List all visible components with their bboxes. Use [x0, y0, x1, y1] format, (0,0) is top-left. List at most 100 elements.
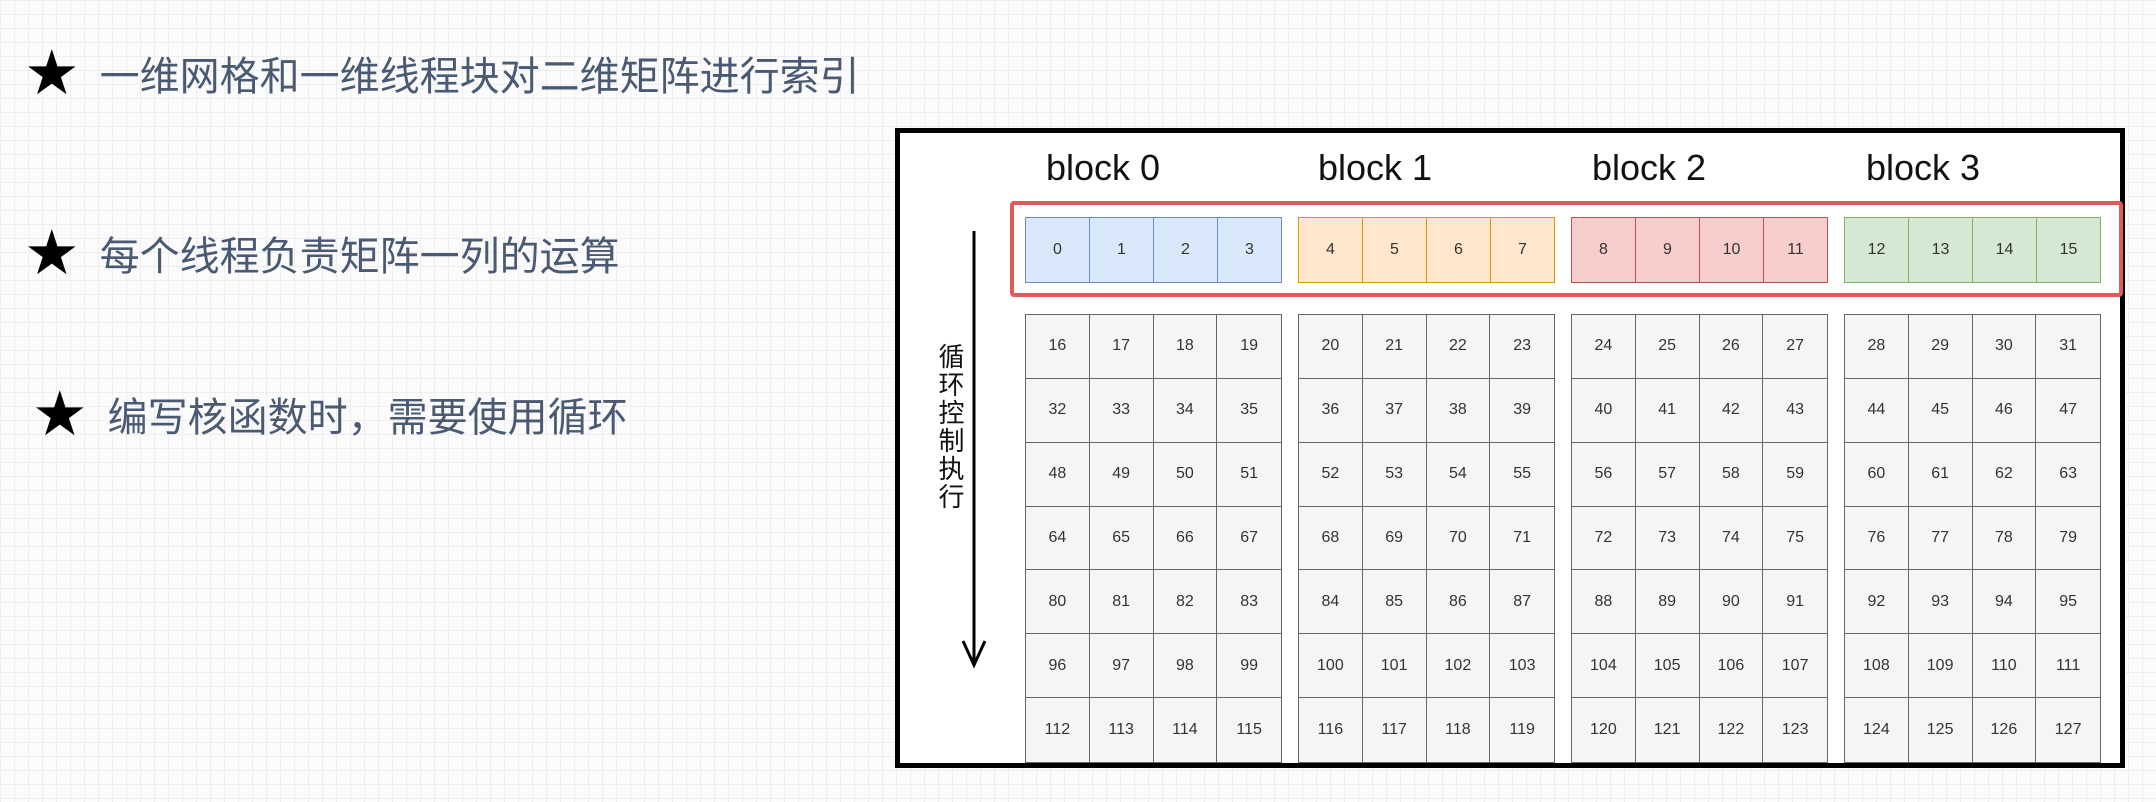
matrix-cell: 44: [1845, 378, 1909, 443]
matrix-cell: 33: [1089, 378, 1154, 443]
thread-cell: 6: [1427, 218, 1491, 282]
matrix-cell: 117: [1363, 698, 1427, 762]
matrix-cell: 50: [1153, 442, 1218, 507]
matrix-cell: 58: [1699, 442, 1764, 507]
thread-cell: 12: [1845, 218, 1909, 282]
matrix-cell: 25: [1635, 315, 1700, 379]
matrix-cell: 48: [1026, 442, 1090, 507]
matrix-cell: 121: [1636, 698, 1700, 762]
matrix-cell: 119: [1509, 721, 1535, 739]
matrix-cell: 57: [1635, 442, 1700, 507]
matrix-cell: 99: [1217, 634, 1281, 699]
matrix-cell: 77: [1908, 506, 1973, 571]
matrix-cell: 71: [1490, 507, 1554, 571]
thread-cell: 10: [1700, 218, 1764, 282]
matrix-cell: 115: [1236, 721, 1262, 739]
bullet-text: 一维网格和一维线程块对二维矩阵进行索引: [99, 54, 860, 100]
matrix-cell: 104: [1572, 634, 1636, 699]
thread-cell: 0: [1026, 218, 1090, 282]
matrix-cell: 61: [1908, 442, 1973, 507]
star-icon: ★: [24, 216, 80, 289]
block-label: block 2: [1592, 147, 1707, 188]
matrix-cell: 20: [1299, 315, 1363, 379]
matrix-cell: 69: [1362, 506, 1427, 571]
matrix-cell: 59: [1763, 443, 1827, 507]
thread-cell: 7: [1518, 241, 1527, 258]
thread-cell: 15: [2059, 241, 2078, 258]
matrix-cell: 109: [1908, 634, 1973, 699]
matrix-cell: 86: [1426, 570, 1491, 635]
matrix-cell: 64: [1026, 506, 1090, 571]
matrix-cell: 95: [2036, 570, 2100, 635]
matrix-cell: 68: [1299, 506, 1363, 571]
matrix-cell: 80: [1026, 570, 1090, 635]
matrix-cell: 23: [1490, 315, 1554, 379]
matrix-cell: 42: [1699, 378, 1764, 443]
matrix-cell: 34: [1153, 378, 1218, 443]
thread-cell: 5: [1363, 218, 1427, 282]
matrix-cell: 87: [1490, 570, 1554, 635]
loop-label: 循环控制执行: [934, 343, 964, 511]
matrix-cell: 122: [1700, 698, 1764, 762]
matrix-cell: 92: [1845, 570, 1909, 635]
matrix-cell: 116: [1299, 698, 1363, 762]
thread-cell: 8: [1572, 218, 1636, 282]
matrix-cell: 29: [1908, 315, 1973, 379]
matrix-cell: 67: [1217, 507, 1281, 571]
matrix-cell: 98: [1153, 634, 1218, 699]
matrix-cell: 63: [2036, 443, 2100, 507]
matrix-cell: 82: [1153, 570, 1218, 635]
matrix-cell: 91: [1763, 570, 1827, 635]
matrix-cell: 56: [1572, 442, 1636, 507]
matrix-cell: 35: [1217, 379, 1281, 443]
matrix-cell: 103: [1490, 634, 1554, 699]
matrix-cell: 96: [1026, 634, 1090, 699]
matrix-cell: 126: [1973, 698, 2037, 762]
matrix-cell: 32: [1026, 378, 1090, 443]
matrix-cell: 76: [1845, 506, 1909, 571]
matrix-cell: 114: [1154, 698, 1218, 762]
bullet-2: ★ 每个线程负责矩阵一列的运算: [24, 222, 620, 284]
thread-cell: 9: [1636, 218, 1700, 282]
matrix-cell: 93: [1908, 570, 1973, 635]
matrix-cell: 47: [2036, 379, 2100, 443]
matrix-cell: 49: [1089, 442, 1154, 507]
matrix-cell: 79: [2036, 507, 2100, 571]
matrix-cell: 45: [1908, 378, 1973, 443]
matrix-cell: 124: [1845, 698, 1909, 762]
matrix-cell: 108: [1845, 634, 1909, 699]
matrix-cell: 60: [1845, 442, 1909, 507]
thread-row-highlight: [1010, 201, 2123, 297]
matrix-cell: 74: [1699, 506, 1764, 571]
matrix-cell: 83: [1217, 570, 1281, 635]
matrix-cell: 36: [1299, 378, 1363, 443]
matrix-cell: 31: [2036, 315, 2100, 379]
matrix-cell: 100: [1299, 634, 1363, 699]
down-arrow-icon: [962, 231, 986, 669]
block-label: block 3: [1866, 147, 1981, 188]
block-label: block 1: [1318, 147, 1433, 188]
star-icon: ★: [24, 36, 80, 109]
matrix-cell: 18: [1153, 315, 1218, 379]
thread-cell: 14: [1973, 218, 2037, 282]
thread-cell: 4: [1299, 218, 1363, 282]
star-icon: ★: [32, 377, 88, 450]
matrix-cell: 102: [1426, 634, 1491, 699]
matrix-cell: 101: [1362, 634, 1427, 699]
matrix-cell: 62: [1972, 442, 2037, 507]
matrix-cell: 30: [1972, 315, 2037, 379]
matrix-cell: 120: [1572, 698, 1636, 762]
bullet-3: ★ 编写核函数时，需要使用循环: [32, 383, 628, 445]
matrix-cell: 78: [1972, 506, 2037, 571]
matrix-cell: 24: [1572, 315, 1636, 379]
bullet-text: 每个线程负责矩阵一列的运算: [99, 234, 620, 280]
matrix-cell: 51: [1217, 443, 1281, 507]
matrix-cell: 112: [1026, 698, 1090, 762]
matrix-cell: 110: [1972, 634, 2037, 699]
block-label: block 0: [1046, 147, 1161, 188]
matrix-cell: 43: [1763, 379, 1827, 443]
